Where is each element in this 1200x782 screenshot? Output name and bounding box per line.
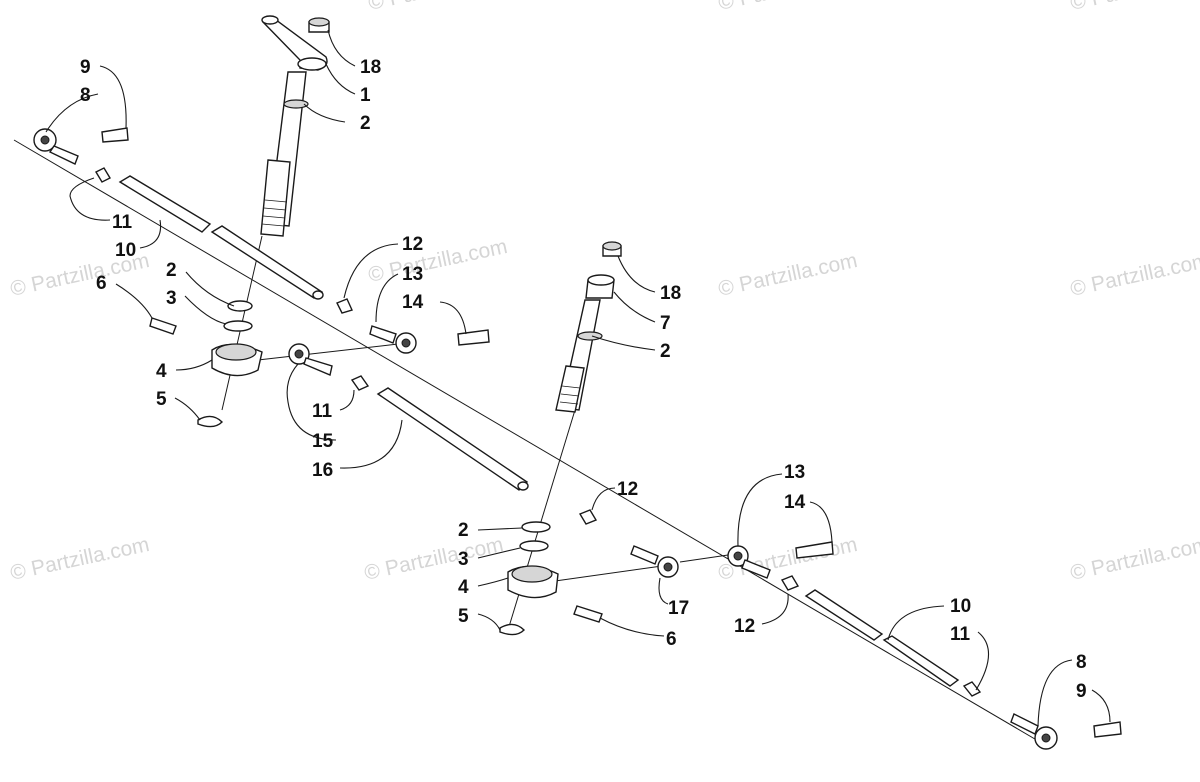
watermark: © Partzilla.com (1068, 533, 1200, 585)
callout-2: 2 (360, 113, 371, 134)
rod-end-right (1010, 713, 1122, 750)
callout-2: 2 (166, 260, 177, 281)
steering-post-upper (260, 15, 328, 237)
steering-arm-lower (499, 521, 603, 636)
rod-end-right-center (578, 509, 834, 591)
tie-rod-upper-left (95, 167, 324, 300)
callout-1: 1 (360, 85, 371, 106)
callout-11: 11 (950, 624, 971, 645)
callout-8: 8 (80, 85, 91, 106)
watermark: © Partzilla.com (716, 0, 859, 15)
callout-12: 12 (734, 616, 755, 637)
watermark: © Partzilla.com (716, 249, 859, 301)
callout-10: 10 (950, 596, 971, 617)
steering-arm-upper (149, 300, 263, 428)
callout-6: 6 (96, 273, 107, 294)
callout-14: 14 (784, 492, 806, 513)
watermark: © Partzilla.com (362, 533, 505, 585)
watermark: © Partzilla.com (366, 235, 509, 287)
callout-4: 4 (458, 577, 469, 598)
callout-11: 11 (312, 401, 333, 422)
watermark: © Partzilla.com (1068, 0, 1200, 15)
callout-labels: 9 8 18 1 2 11 10 2 6 3 12 13 14 4 5 11 1… (80, 57, 1087, 702)
rod-end-left (33, 127, 129, 165)
leader-lines (45, 29, 1111, 727)
steering-post-lower (555, 274, 615, 413)
callout-11: 11 (112, 212, 133, 233)
watermark: © Partzilla.com (1068, 249, 1200, 301)
watermark: © Partzilla.com (8, 533, 151, 585)
callout-3: 3 (166, 288, 177, 309)
rod-end-center-upper (288, 298, 490, 376)
callout-5: 5 (156, 389, 167, 410)
callout-5: 5 (458, 606, 469, 627)
callout-13: 13 (402, 264, 423, 285)
assembly-axes (13, 139, 1041, 743)
callout-2: 2 (660, 341, 671, 362)
cap-18-lower (602, 241, 622, 257)
callout-10: 10 (115, 240, 136, 261)
callout-4: 4 (156, 361, 167, 382)
callout-18: 18 (360, 57, 381, 78)
callout-13: 13 (784, 462, 805, 483)
callout-6: 6 (666, 629, 677, 650)
watermark: © Partzilla.com (366, 0, 509, 15)
callout-8: 8 (1076, 652, 1087, 673)
callout-3: 3 (458, 549, 469, 570)
callout-17: 17 (668, 598, 689, 619)
tie-rod-lower-right (804, 589, 982, 697)
cap-18-upper (308, 17, 330, 33)
callout-15: 15 (312, 431, 334, 452)
callout-16: 16 (312, 460, 333, 481)
callout-14: 14 (402, 292, 424, 313)
callout-2: 2 (458, 520, 469, 541)
tie-rod-center (350, 375, 529, 491)
callout-12: 12 (402, 234, 423, 255)
callout-9: 9 (1076, 681, 1087, 702)
callout-18: 18 (660, 283, 681, 304)
callout-9: 9 (80, 57, 91, 78)
callout-7: 7 (660, 313, 671, 334)
callout-12: 12 (617, 479, 638, 500)
